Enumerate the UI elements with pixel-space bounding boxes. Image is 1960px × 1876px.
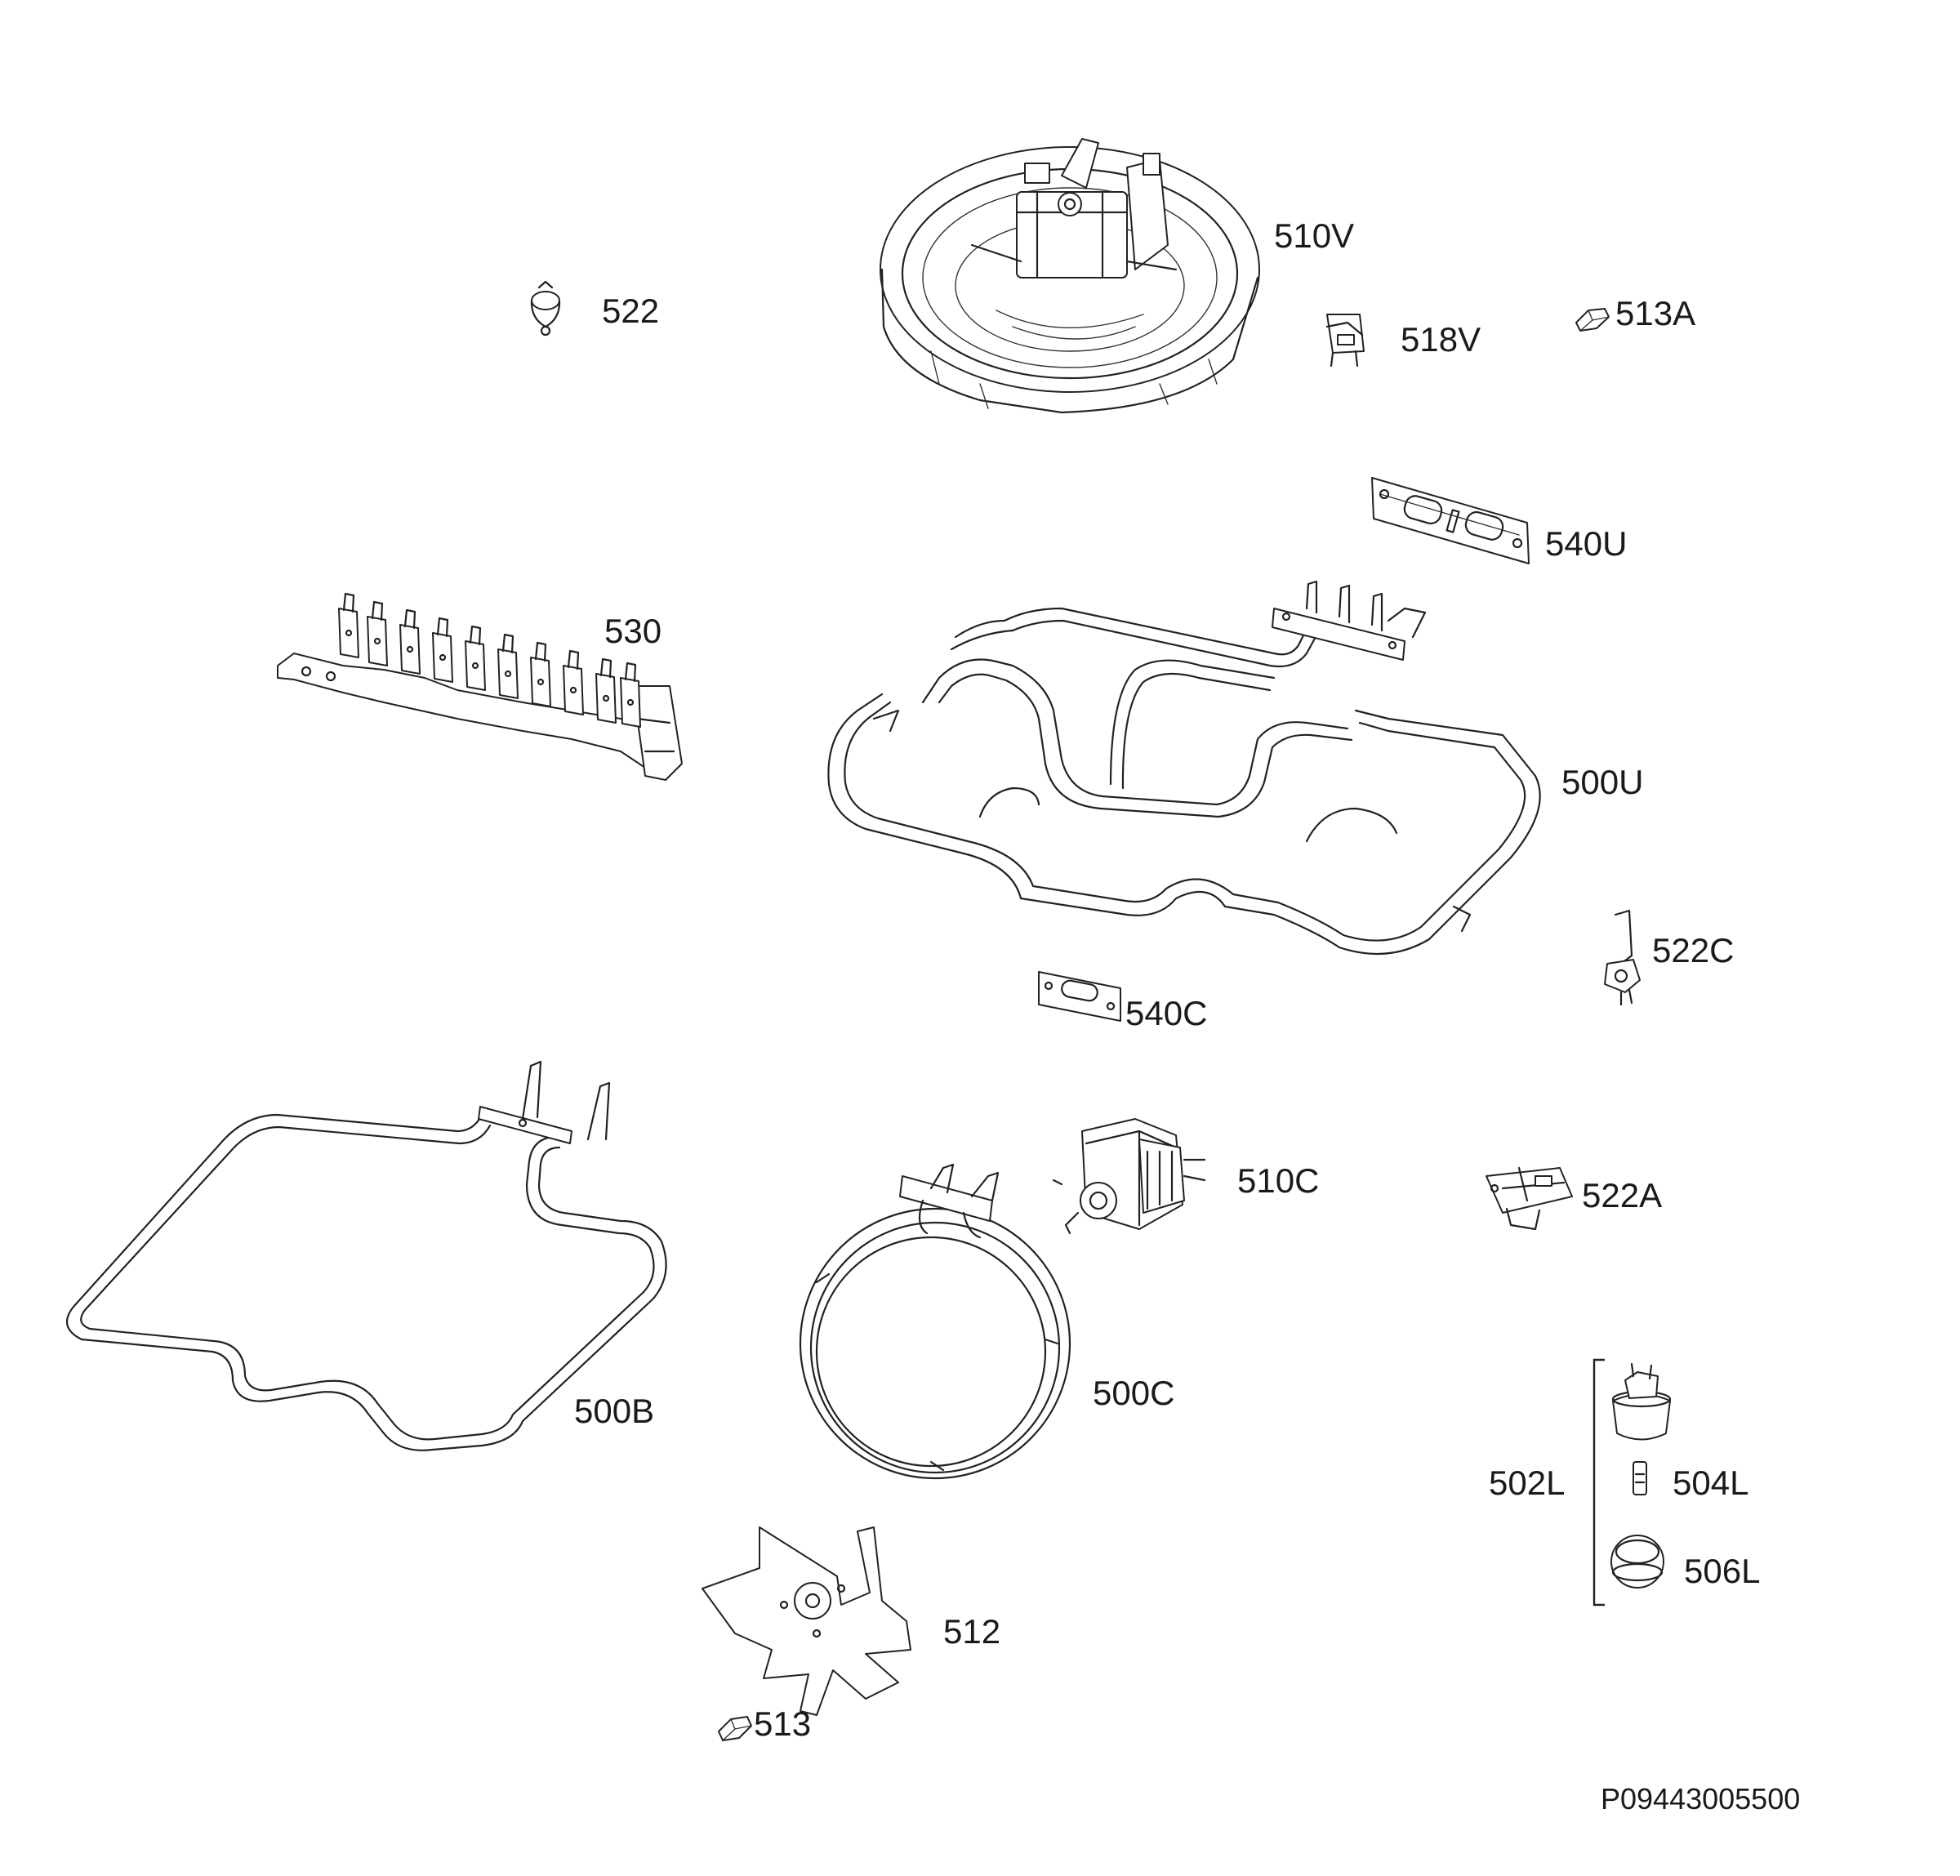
terminal-hole-530-6 [504,670,512,678]
part-540U-seal-plate [1371,477,1530,564]
terminal-530-7 [530,657,551,707]
label-513: 513 [754,1704,811,1743]
part-522C-sensor [1604,909,1641,1006]
terminal-hole-530-8 [569,686,577,694]
part-510V-fan-motor-housing [880,138,1260,414]
label-500C: 500C [1093,1374,1174,1412]
part-506L-lamp-cover [1610,1535,1664,1589]
terminal-hole-530-5 [471,662,479,670]
part-500C-circular-element [799,1163,1071,1480]
terminal-tab-530-1 [342,592,355,613]
terminal-530-2 [367,616,388,666]
part-512-fan-blade [702,1526,911,1716]
terminal-tab-530-4 [436,617,449,638]
label-513A: 513A [1615,294,1695,332]
label-540C: 540C [1125,994,1207,1032]
terminal-530-3 [399,624,421,675]
part-lamp-group [1592,1358,1672,1606]
terminal-tab-530-10 [624,662,637,683]
terminal-530-4 [432,632,453,683]
part-502L-lamp-holder [1611,1362,1672,1441]
terminal-tab-530-7 [534,641,547,662]
label-530: 530 [604,612,662,650]
label-518V: 518V [1401,320,1481,359]
label-510V: 510V [1274,216,1354,255]
terminal-530-5 [465,640,486,691]
label-522: 522 [602,292,659,330]
part-513A-nut [1575,308,1610,332]
label-510C: 510C [1237,1161,1319,1200]
part-522A-board [1486,1166,1573,1231]
label-540U: 540U [1545,524,1627,563]
label-506L: 506L [1684,1552,1760,1590]
part-522-clip [530,280,561,336]
terminal-hole-530-10 [626,698,635,706]
terminal-tab-530-6 [501,633,514,654]
label-504L: 504L [1673,1464,1748,1502]
terminal-530-8 [563,665,584,715]
label-500U: 500U [1561,763,1643,801]
terminal-hole-530-2 [373,637,381,645]
terminal-tab-530-9 [599,657,612,679]
terminal-530-10 [620,677,641,728]
part-530-terminal-block [277,592,683,781]
terminal-530-6 [497,648,519,699]
terminal-tab-530-3 [403,608,416,630]
label-502L: 502L [1489,1464,1565,1502]
label-522A: 522A [1582,1176,1662,1214]
terminal-tab-530-5 [469,625,482,646]
part-500U-grill-element [827,580,1541,956]
terminal-hole-530-1 [345,629,353,637]
part-510C-motor [1052,1118,1206,1235]
drawing-reference-number: P09443005500 [1601,1782,1800,1816]
label-500B: 500B [574,1392,654,1430]
terminal-tab-530-2 [371,600,384,622]
part-540C-seal [1038,971,1121,1022]
part-518V-bracket [1325,314,1365,368]
label-512: 512 [943,1612,1000,1651]
part-504L-bulb [1633,1461,1647,1495]
part-513-nut [718,1716,752,1741]
label-522C: 522C [1652,931,1734,969]
part-500B-bottom-element [65,1060,667,1451]
terminal-530-9 [595,673,617,724]
terminal-hole-530-3 [406,645,414,653]
terminal-hole-530-9 [602,694,610,702]
terminal-hole-530-7 [537,678,545,686]
terminal-530-1 [338,608,359,658]
terminal-tab-530-8 [567,649,580,671]
terminal-hole-530-4 [439,653,447,662]
